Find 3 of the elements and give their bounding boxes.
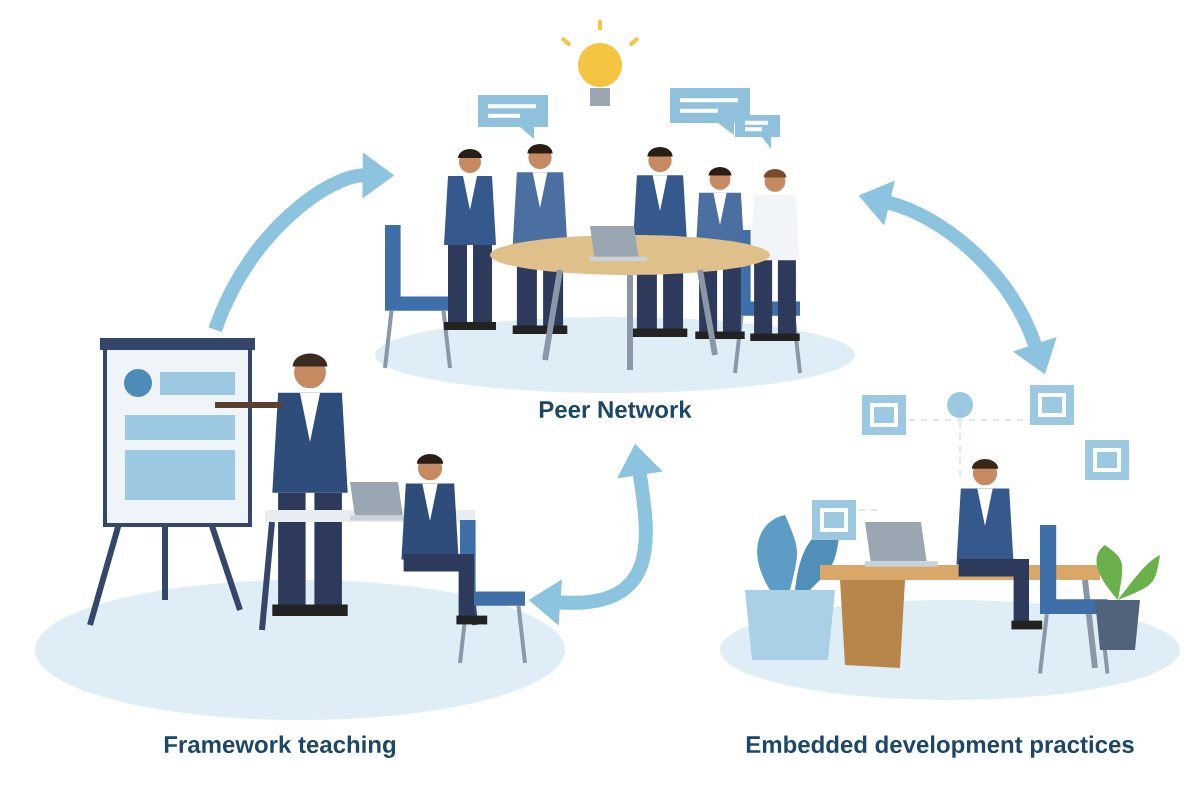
- scene-caption: Framework teaching: [164, 735, 396, 758]
- scene-caption: Embedded development practices: [746, 735, 1134, 758]
- scene-caption: Peer Network: [539, 400, 692, 419]
